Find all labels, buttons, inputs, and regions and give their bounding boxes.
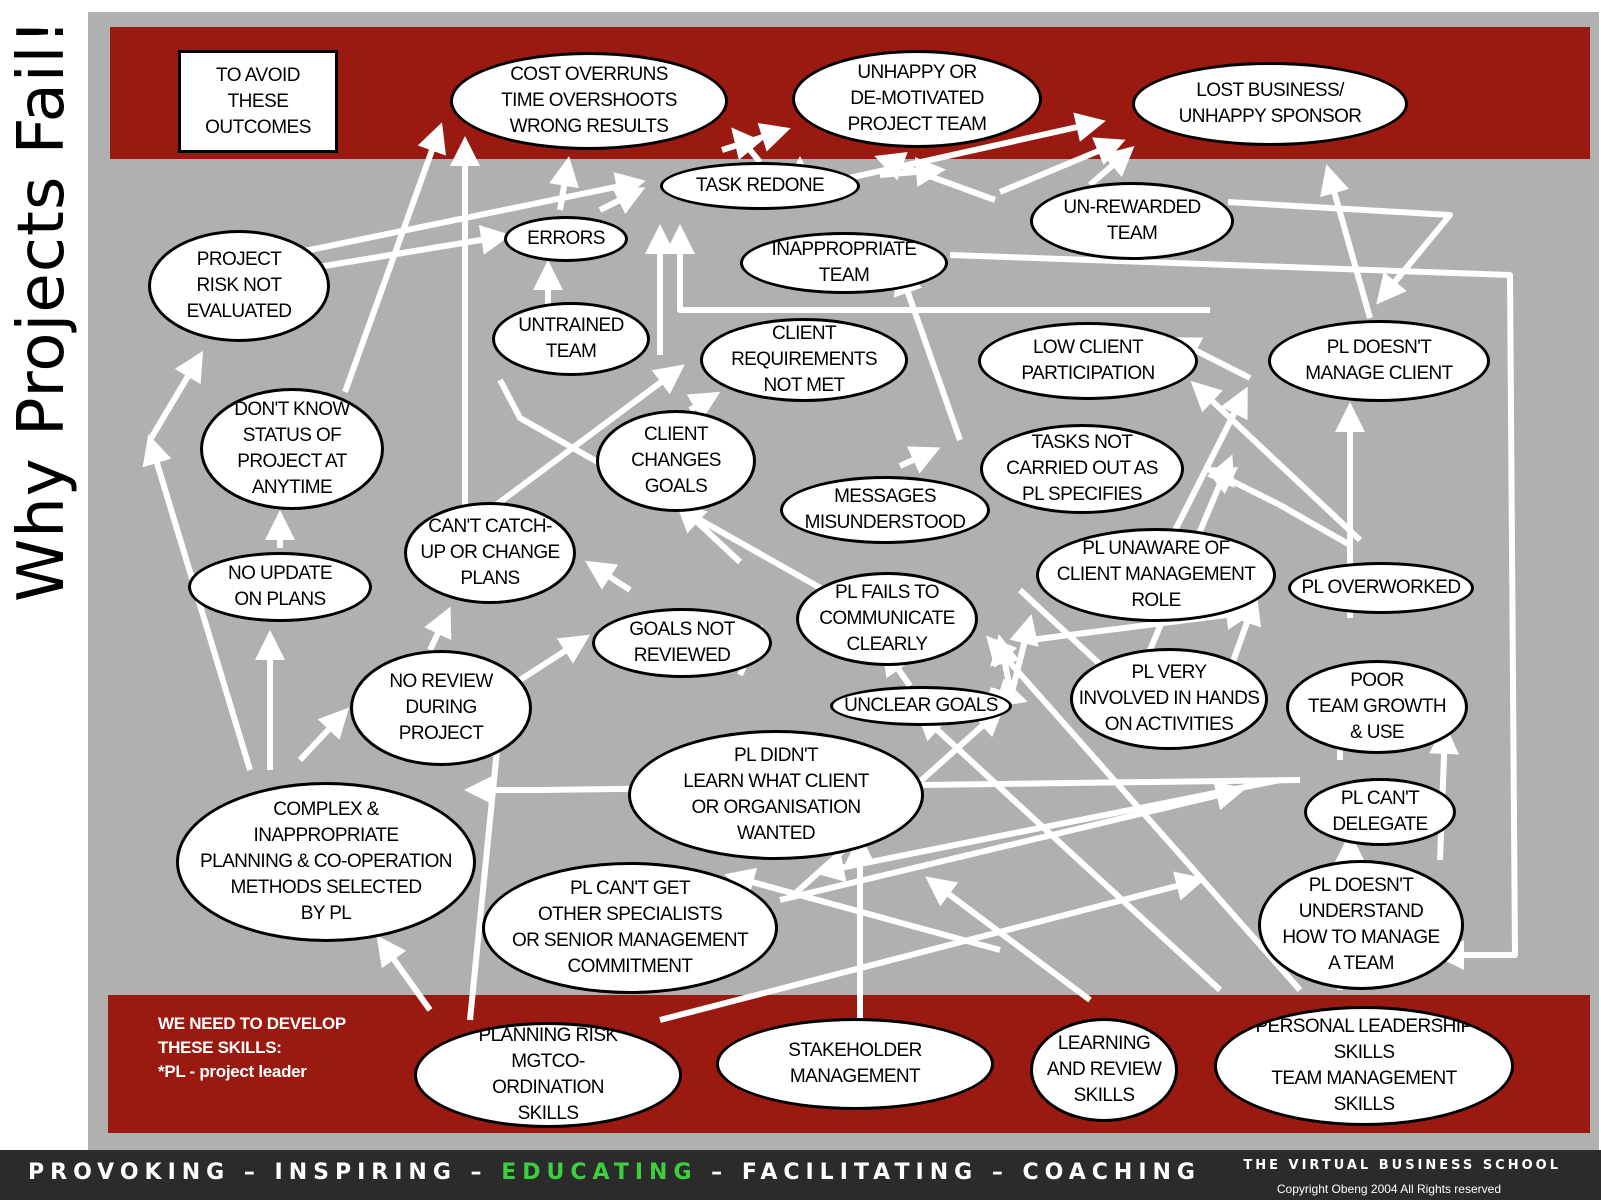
causal-arrow bbox=[989, 678, 1028, 708]
causal-arrow bbox=[686, 391, 721, 421]
tagline-highlight: EDUCATING bbox=[501, 1160, 698, 1185]
causal-arrow bbox=[299, 172, 646, 255]
causal-arrow bbox=[949, 252, 1518, 970]
avoid-outcomes-label: TO AVOID THESE OUTCOMES bbox=[178, 50, 338, 153]
node-planning-risk-skills: PLANNING RISK MGTCO- ORDINATION SKILLS bbox=[414, 1022, 682, 1128]
node-pl-fails-communicate: PL FAILS TO COMMUNICATE CLEARLY bbox=[796, 572, 978, 666]
causal-arrow bbox=[1088, 146, 1135, 188]
node-pl-very-involved: PL VERY INVOLVED IN HANDS ON ACTIVITIES bbox=[1070, 648, 1268, 750]
causal-arrow bbox=[724, 867, 1001, 953]
causal-arrow bbox=[879, 157, 946, 187]
causal-arrow bbox=[376, 935, 433, 1012]
node-poor-team-growth: POOR TEAM GROWTH & USE bbox=[1286, 660, 1468, 754]
causal-arrow bbox=[925, 876, 1092, 1003]
node-no-update: NO UPDATE ON PLANS bbox=[188, 552, 372, 622]
node-unhappy-team: UNHAPPY OR DE-MOTIVATED PROJECT TEAM bbox=[792, 50, 1042, 148]
arrow-layer bbox=[142, 112, 1518, 1023]
causal-arrow bbox=[342, 122, 446, 394]
node-goals-not-reviewed: GOALS NOT REVIEWED bbox=[592, 608, 772, 678]
node-no-review: NO REVIEW DURING PROJECT bbox=[350, 650, 532, 766]
causal-arrow bbox=[299, 225, 511, 273]
causal-arrow bbox=[1190, 380, 1363, 543]
node-pl-cant-delegate: PL CAN'T DELEGATE bbox=[1304, 778, 1456, 846]
causal-arrow bbox=[598, 187, 646, 215]
causal-arrow bbox=[494, 364, 685, 508]
node-unclear-goals: UNCLEAR GOALS bbox=[830, 686, 1012, 726]
causal-arrow bbox=[142, 434, 253, 771]
footer-bar bbox=[0, 1150, 1601, 1200]
node-learning-review-skills: LEARNING AND REVIEW SKILLS bbox=[1030, 1018, 1178, 1122]
causal-arrow bbox=[584, 560, 632, 593]
node-complex-planning: COMPLEX & INAPPROPRIATE PLANNING & CO-OP… bbox=[176, 782, 476, 942]
causal-arrow bbox=[549, 156, 579, 211]
causal-arrow bbox=[665, 224, 1210, 313]
node-personal-leadership-skills: PERSONAL LEADERSHIP SKILLS TEAM MANAGEME… bbox=[1214, 1006, 1514, 1126]
causal-arrow bbox=[874, 152, 997, 203]
causal-arrow bbox=[1007, 614, 1039, 701]
school-name: THE VIRTUAL BUSINESS SCHOOL bbox=[1243, 1158, 1561, 1173]
node-pl-didnt-learn: PL DIDN'T LEARN WHAT CLIENT OR ORGANISAT… bbox=[628, 730, 924, 860]
node-untrained-team: UNTRAINED TEAM bbox=[492, 302, 650, 376]
node-task-redone: TASK REDONE bbox=[660, 162, 860, 210]
node-cost-overruns: COST OVERRUNS TIME OVERSHOOTS WRONG RESU… bbox=[450, 52, 728, 150]
node-pl-overworked: PL OVERWORKED bbox=[1288, 562, 1474, 614]
node-messages-misunderstood: MESSAGES MISUNDERSTOOD bbox=[780, 476, 990, 544]
causal-arrow bbox=[731, 127, 763, 164]
causal-arrow bbox=[497, 378, 936, 653]
causal-arrow bbox=[721, 122, 791, 153]
node-risk-not-evaluated: PROJECT RISK NOT EVALUATED bbox=[148, 230, 330, 342]
node-cant-catch-up: CAN'T CATCH- UP OR CHANGE PLANS bbox=[404, 502, 576, 604]
causal-arrow bbox=[814, 777, 1281, 883]
node-stakeholder-management: STAKEHOLDER MANAGEMENT bbox=[716, 1018, 994, 1110]
causal-arrow bbox=[1029, 600, 1256, 643]
node-client-requirements: CLIENT REQUIREMENTS NOT MET bbox=[700, 318, 908, 402]
node-tasks-not-carried-out: TASKS NOT CARRIED OUT AS PL SPECIFIES bbox=[980, 424, 1184, 514]
causal-arrow bbox=[518, 634, 591, 683]
node-client-changes-goals: CLIENT CHANGES GOALS bbox=[596, 410, 756, 512]
causal-arrow bbox=[1320, 164, 1373, 319]
causal-arrow bbox=[779, 780, 1246, 903]
copyright-text: Copyright Obeng 2004 All Rights reserved bbox=[1276, 1182, 1501, 1196]
node-inappropriate-team: INAPPROPRIATE TEAM bbox=[740, 232, 948, 294]
develop-skills-label: WE NEED TO DEVELOP THESE SKILLS: *PL - p… bbox=[158, 1014, 346, 1081]
causal-arrow bbox=[659, 871, 1206, 1023]
causal-arrow bbox=[467, 714, 513, 1021]
node-errors: ERRORS bbox=[504, 216, 628, 262]
node-pl-cant-get-specialists: PL CAN'T GET OTHER SPECIALISTS OR SENIOR… bbox=[482, 862, 778, 994]
node-low-client-participation: LOW CLIENT PARTICIPATION bbox=[978, 322, 1198, 400]
node-pl-doesnt-understand: PL DOESN'T UNDERSTAND HOW TO MANAGE A TE… bbox=[1258, 860, 1464, 990]
node-pl-unaware: PL UNAWARE OF CLIENT MANAGEMENT ROLE bbox=[1036, 528, 1276, 622]
causal-arrow bbox=[893, 264, 963, 441]
causal-arrow bbox=[147, 350, 204, 442]
causal-arrow bbox=[424, 606, 452, 652]
node-lost-business: LOST BUSINESS/ UNHAPPY SPONSOR bbox=[1132, 62, 1408, 146]
node-dont-know-status: DON'T KNOW STATUS OF PROJECT AT ANYTIME bbox=[200, 388, 384, 510]
causal-arrow bbox=[998, 137, 1126, 195]
causal-arrow bbox=[898, 446, 941, 474]
causal-arrow bbox=[915, 709, 1223, 993]
node-unrewarded-team: UN-REWARDED TEAM bbox=[1030, 182, 1234, 260]
footer-tagline: PROVOKING – INSPIRING – EDUCATING – FACI… bbox=[28, 1160, 1201, 1185]
node-pl-doesnt-manage-client: PL DOESN'T MANAGE CLIENT bbox=[1268, 320, 1490, 402]
causal-arrow bbox=[986, 635, 1303, 992]
causal-arrow bbox=[297, 707, 350, 763]
